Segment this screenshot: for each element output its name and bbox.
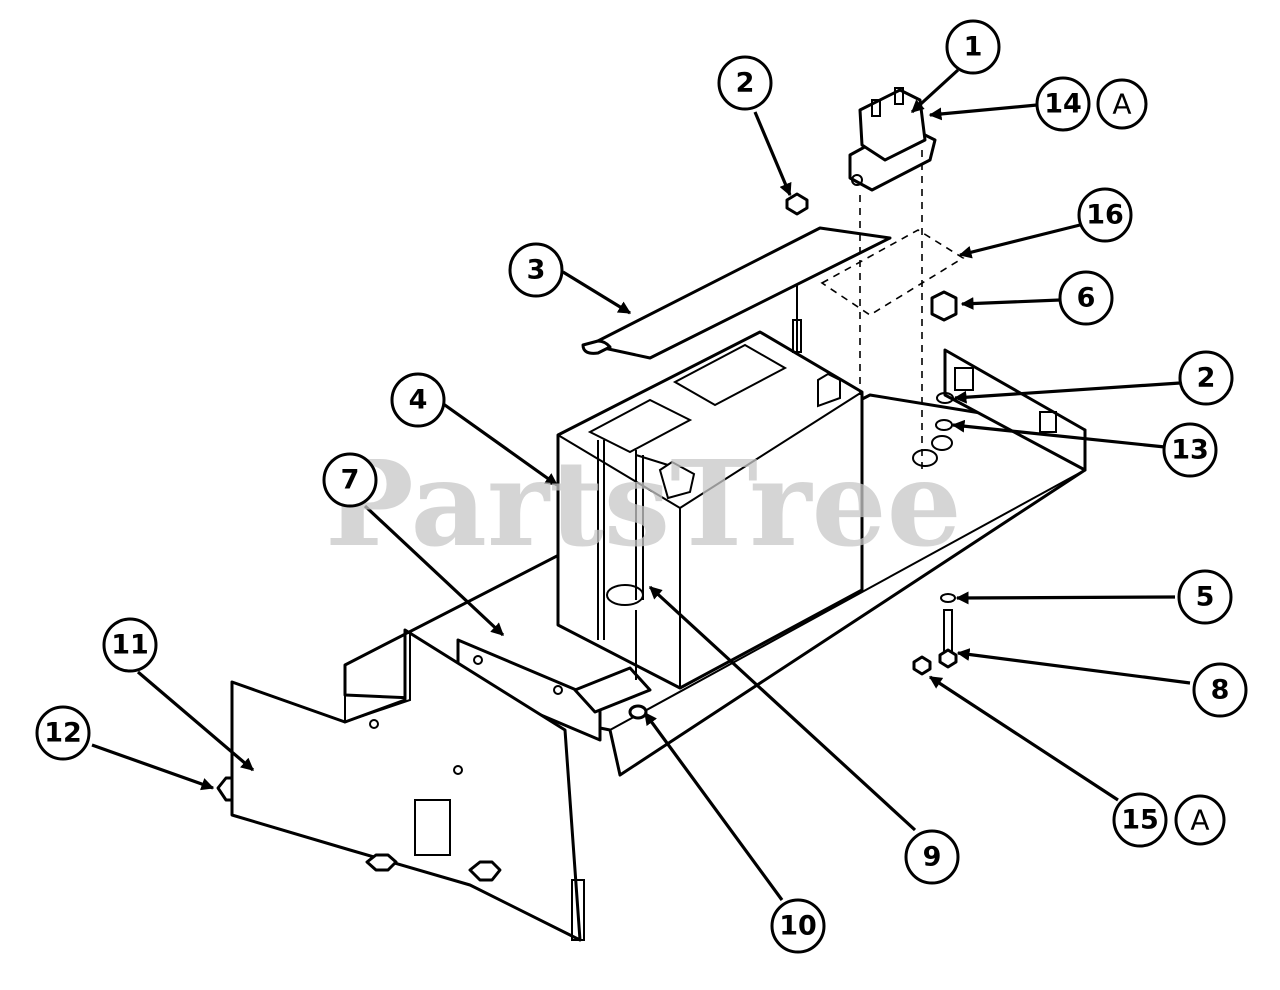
callout-7: 7: [322, 452, 378, 508]
callout-label: 2: [1197, 363, 1216, 394]
callout-1: 1: [945, 19, 1001, 75]
callout-2-right: 2: [1178, 350, 1234, 406]
callout-3: 3: [508, 242, 564, 298]
callout-13: 13: [1162, 422, 1218, 478]
callout-8: 8: [1192, 662, 1248, 718]
callout-6: 6: [1058, 270, 1114, 326]
callout-14: 14 A: [1035, 76, 1148, 132]
callout-label: 3: [527, 255, 546, 286]
callout-12: 12: [35, 705, 91, 761]
callout-suffix: A: [1112, 88, 1131, 121]
callout-2-top: 2: [717, 55, 773, 111]
callout-label: 15: [1121, 805, 1159, 836]
callout-15: 15 A: [1112, 792, 1226, 848]
callout-label: 2: [736, 68, 755, 99]
callout-10: 10: [770, 898, 826, 954]
callout-label: 6: [1077, 283, 1096, 314]
callout-label: 13: [1171, 435, 1209, 466]
callout-5: 5: [1177, 569, 1233, 625]
callout-label: 10: [779, 911, 817, 942]
watermark: PartsTree: [325, 434, 962, 573]
callout-label: 16: [1086, 200, 1124, 231]
callout-label: 12: [44, 718, 82, 749]
callout-label: 7: [341, 465, 360, 496]
callout-16: 16: [1077, 187, 1133, 243]
callout-label: 4: [409, 385, 428, 416]
callout-label: 14: [1044, 89, 1082, 120]
callouts: 1 2 2 3 4 5 6 7: [35, 19, 1248, 954]
callout-9: 9: [904, 829, 960, 885]
callout-label: 9: [923, 842, 942, 873]
callout-4: 4: [390, 372, 446, 428]
hold-down-rod: [597, 440, 669, 680]
leader-lines: [91, 68, 1191, 901]
starter-solenoid: [848, 87, 937, 192]
side-panel: [230, 628, 585, 942]
callout-label: 8: [1211, 675, 1230, 706]
callout-label: 5: [1196, 582, 1215, 613]
callout-label: 11: [111, 630, 149, 661]
callout-label: 1: [964, 32, 983, 63]
callout-11: 11: [102, 617, 158, 673]
callout-suffix: A: [1190, 804, 1209, 837]
battery-strap: [581, 226, 892, 360]
